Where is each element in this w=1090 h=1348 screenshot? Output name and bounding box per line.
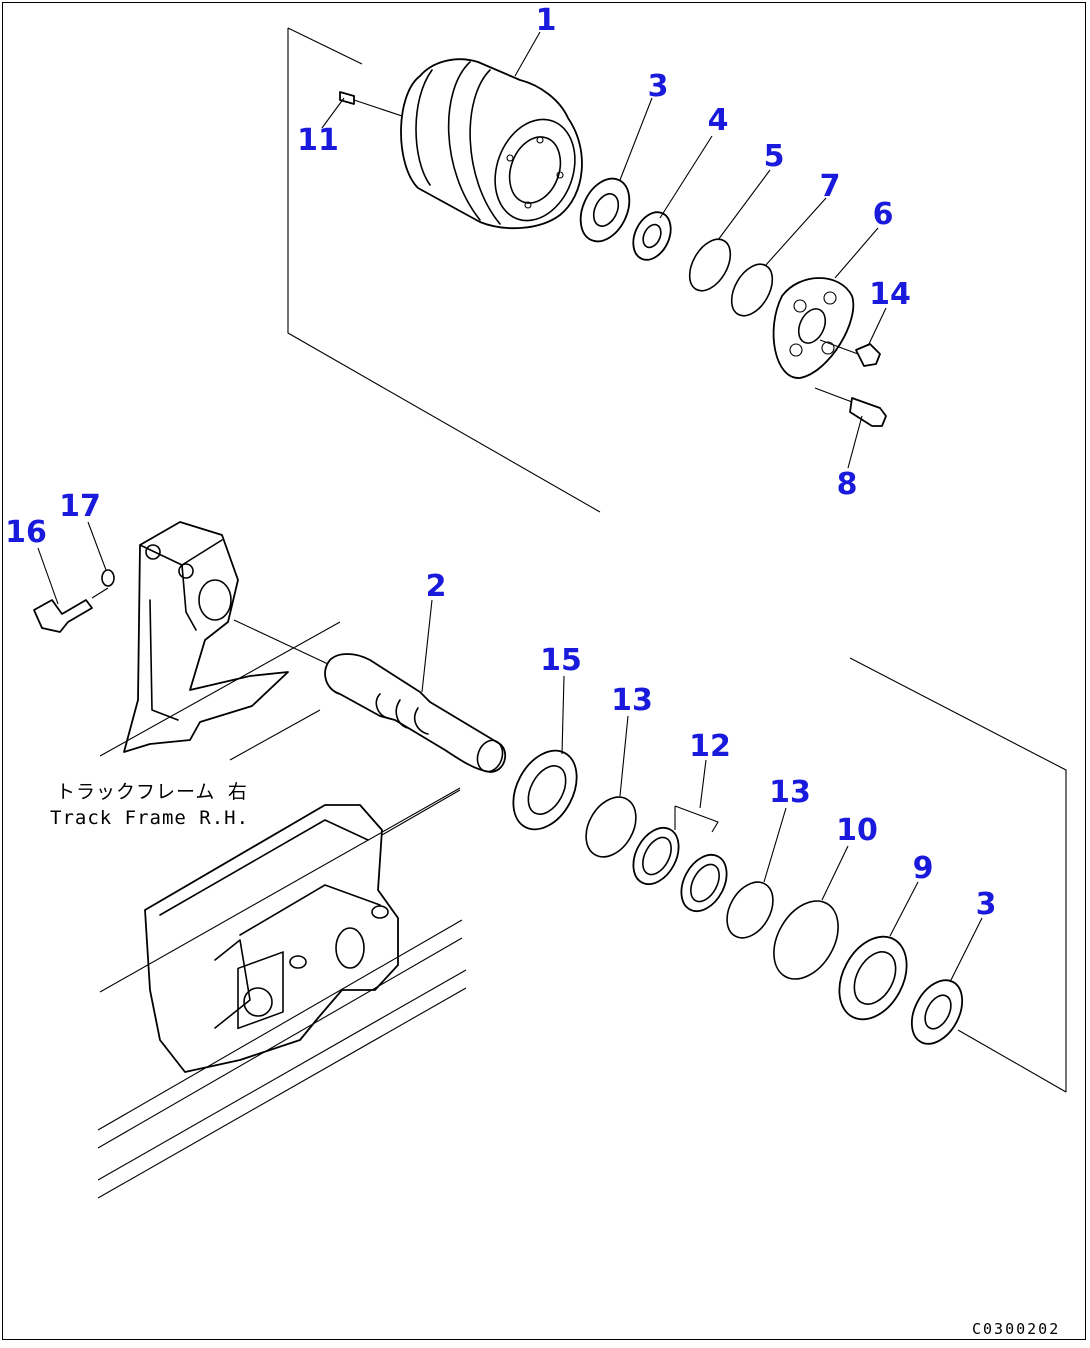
callout-17: 17: [59, 489, 101, 524]
callout-15: 15: [540, 643, 582, 678]
part-3-bearing-lower: [910, 979, 964, 1045]
lower-assembly-plane: [849, 657, 1067, 1093]
part-3-bearing-upper: [579, 177, 631, 243]
part-9-nut: [838, 935, 908, 1021]
track-frame-lower: [97, 787, 467, 1199]
leader-lines: [37, 31, 983, 983]
callout-10: 10: [836, 813, 878, 848]
callout-12: 12: [689, 729, 731, 764]
part-13-o-ring-b: [726, 881, 774, 939]
part-14-bolt: [819, 339, 881, 367]
track-frame-label-jp: トラックフレーム 右: [56, 781, 248, 803]
part-1-roller: [400, 58, 583, 230]
part-7-o-ring: [730, 263, 774, 317]
callout-3-lower: 3: [976, 887, 997, 922]
callout-1: 1: [536, 3, 557, 38]
upper-assembly-plane: [287, 27, 601, 513]
callout-11: 11: [297, 123, 339, 158]
callout-3-upper: 3: [648, 69, 669, 104]
callout-16: 16: [5, 515, 47, 550]
track-frame-bracket: [99, 521, 341, 761]
track-frame-label-en: Track Frame R.H.: [50, 807, 249, 829]
callout-4: 4: [708, 103, 729, 138]
callout-7: 7: [820, 169, 841, 204]
callout-13-second: 13: [769, 775, 811, 810]
callout-14: 14: [869, 277, 911, 312]
part-8-bolt: [814, 387, 887, 427]
part-15-seal-holder: [512, 749, 578, 831]
callout-2: 2: [426, 569, 447, 604]
callout-8: 8: [837, 467, 858, 502]
part-2-shaft: [233, 619, 507, 773]
part-6-cover: [772, 277, 855, 379]
callout-13-first: 13: [611, 683, 653, 718]
part-13-o-ring-a: [585, 796, 637, 858]
callouts: 1 2 3 3 4 5 6 7 8 9 10 11 12 13 13 14 15…: [5, 3, 996, 922]
callout-6: 6: [873, 197, 894, 232]
part-16-bolt: [33, 587, 109, 633]
part-12-floating-seal: [632, 805, 728, 913]
callout-9: 9: [913, 851, 934, 886]
part-17-washer: [101, 569, 115, 587]
part-4-nut: [632, 211, 672, 261]
drawing-code: C0300202: [972, 1320, 1060, 1338]
part-10-o-ring: [773, 900, 839, 980]
part-5-snap-ring: [688, 238, 732, 292]
callout-5: 5: [764, 139, 785, 174]
